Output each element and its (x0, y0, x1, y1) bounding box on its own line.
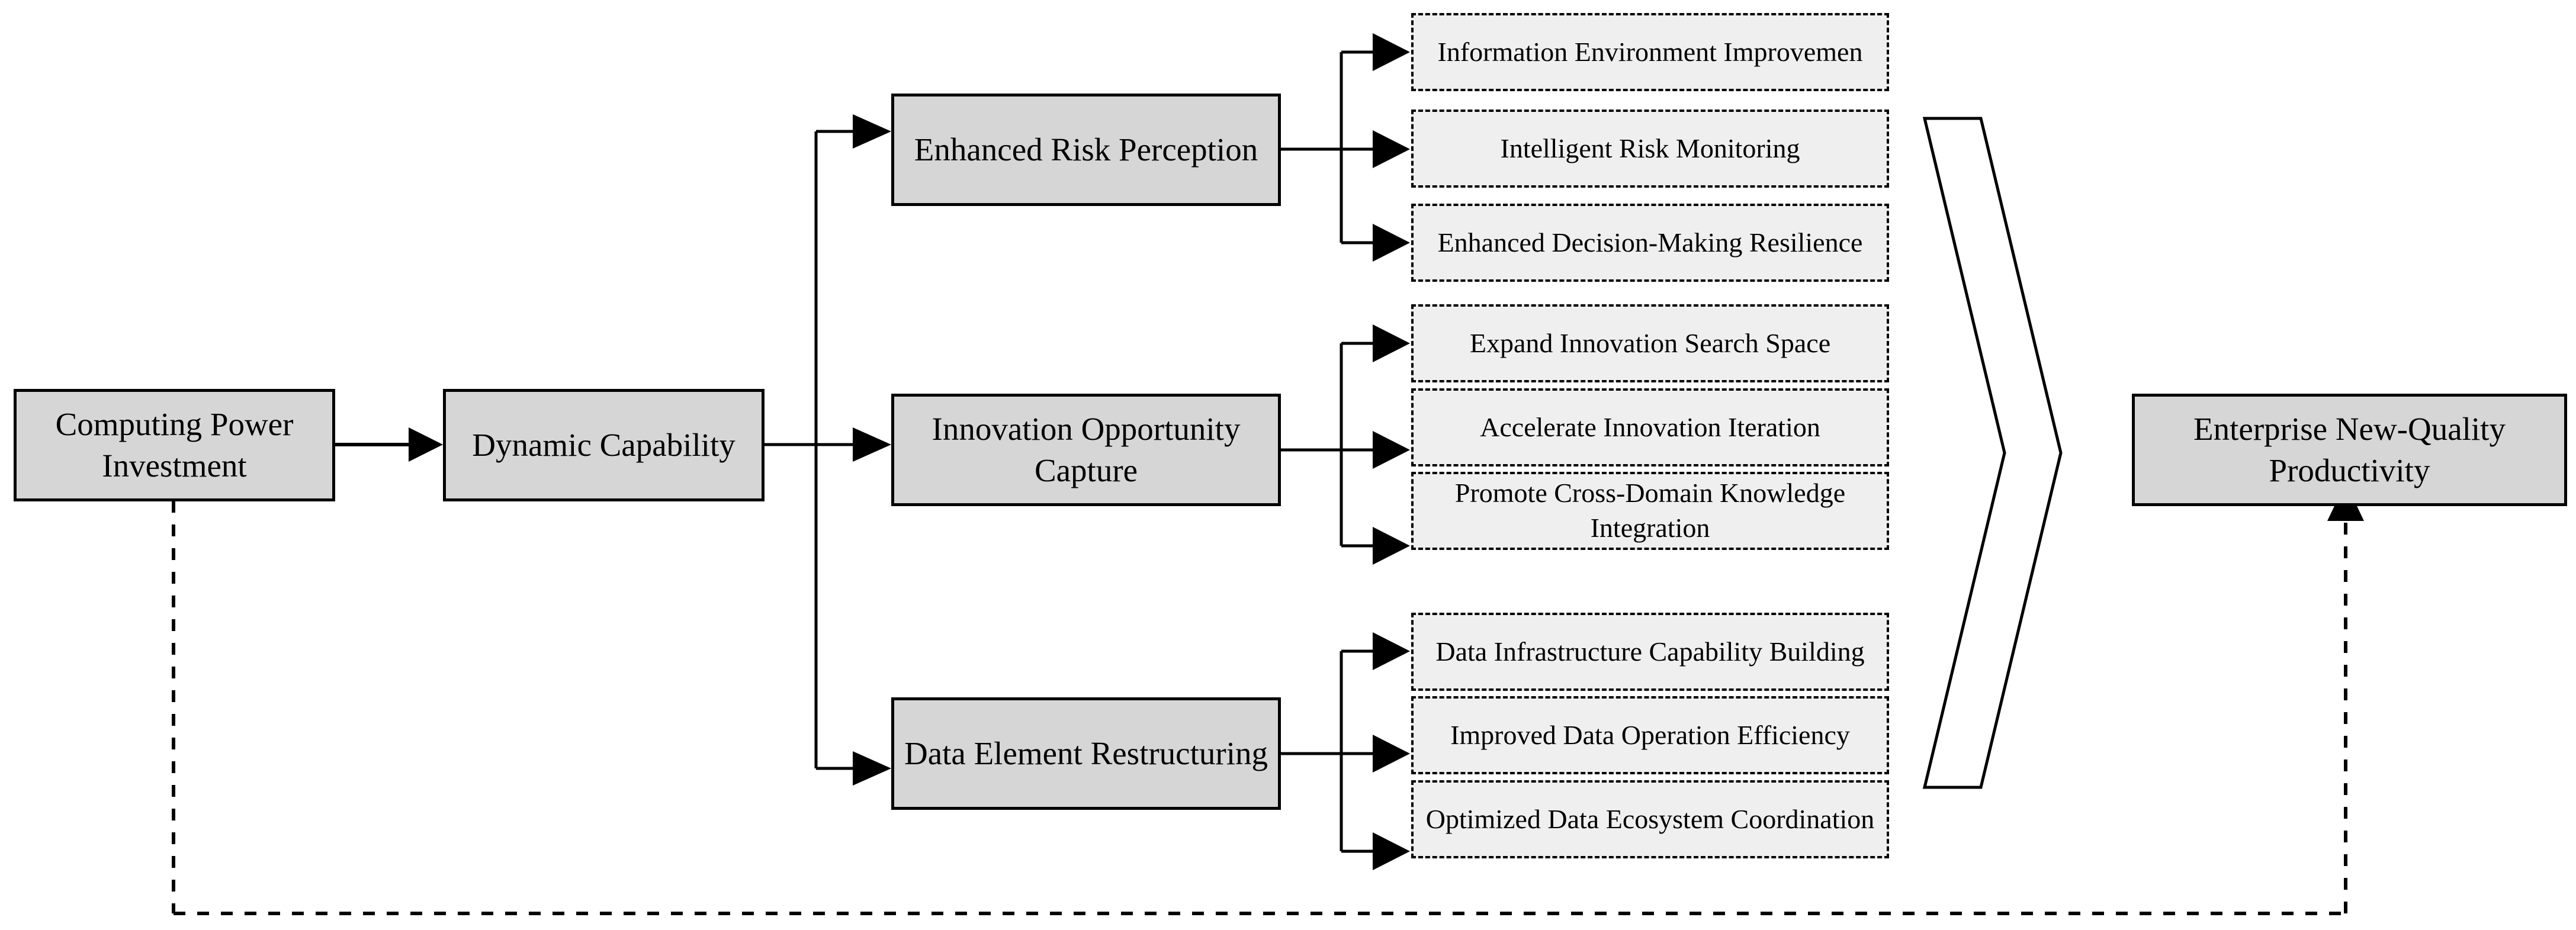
node-innovation-opportunity-capture[interactable]: Innovation Opportunity Capture (891, 394, 1281, 506)
outcome-label: Promote Cross-Domain Knowledge Integrati… (1454, 478, 1846, 543)
node-enhanced-risk-perception[interactable]: Enhanced Risk Perception (891, 94, 1281, 206)
node-enterprise-new-quality-productivity[interactable]: Enterprise New-Quality Productivity (2132, 394, 2567, 506)
outcome-label: Enhanced Decision-Making Resilience (1437, 227, 1863, 258)
outcome-improved-data-operation-efficiency[interactable]: Improved Data Operation Efficiency (1411, 696, 1889, 774)
arrow-risk-to-outcomes (1281, 33, 1410, 262)
outcome-label: Expand Innovation Search Space (1469, 327, 1831, 358)
node-label: Enterprise New-Quality Productivity (2193, 410, 2506, 488)
outcome-information-environment-improvement[interactable]: Information Environment Improvemen (1411, 13, 1889, 91)
outcome-expand-innovation-search-space[interactable]: Expand Innovation Search Space (1411, 304, 1889, 382)
outcome-data-infrastructure-capability-building[interactable]: Data Infrastructure Capability Building (1411, 613, 1889, 691)
node-dynamic-capability[interactable]: Dynamic Capability (443, 389, 765, 501)
node-label: Innovation Opportunity Capture (932, 410, 1241, 488)
outcome-accelerate-innovation-iteration[interactable]: Accelerate Innovation Iteration (1411, 388, 1889, 466)
node-label: Data Element Restructuring (904, 735, 1268, 771)
node-label: Enhanced Risk Perception (914, 131, 1258, 168)
outcome-label: Information Environment Improvemen (1437, 36, 1863, 67)
outcome-label: Intelligent Risk Monitoring (1500, 133, 1800, 163)
outcome-label: Optimized Data Ecosystem Coordination (1425, 803, 1875, 834)
node-label: Computing Power Investment (55, 406, 294, 484)
node-label: Dynamic Capability (472, 426, 735, 463)
outcome-label: Improved Data Operation Efficiency (1450, 719, 1850, 750)
arrow-innovation-to-outcomes (1281, 324, 1410, 565)
outcome-enhanced-decision-making-resilience[interactable]: Enhanced Decision-Making Resilience (1411, 204, 1889, 282)
outcome-intelligent-risk-monitoring[interactable]: Intelligent Risk Monitoring (1411, 110, 1889, 188)
outcome-label: Accelerate Innovation Iteration (1480, 411, 1820, 442)
node-computing-power-investment[interactable]: Computing Power Investment (14, 389, 335, 501)
outcome-label: Data Infrastructure Capability Building (1435, 636, 1865, 667)
outcome-promote-cross-domain-knowledge-integration[interactable]: Promote Cross-Domain Knowledge Integrati… (1411, 472, 1889, 550)
node-data-element-restructuring[interactable]: Data Element Restructuring (891, 697, 1281, 810)
arrow-investment-to-capability (335, 427, 443, 462)
arrow-data-to-outcomes (1281, 632, 1410, 870)
arrow-capability-branch (765, 114, 891, 786)
outcome-optimized-data-ecosystem-coordination[interactable]: Optimized Data Ecosystem Coordination (1411, 780, 1889, 858)
chevron-arrow-shape (1922, 117, 2063, 789)
